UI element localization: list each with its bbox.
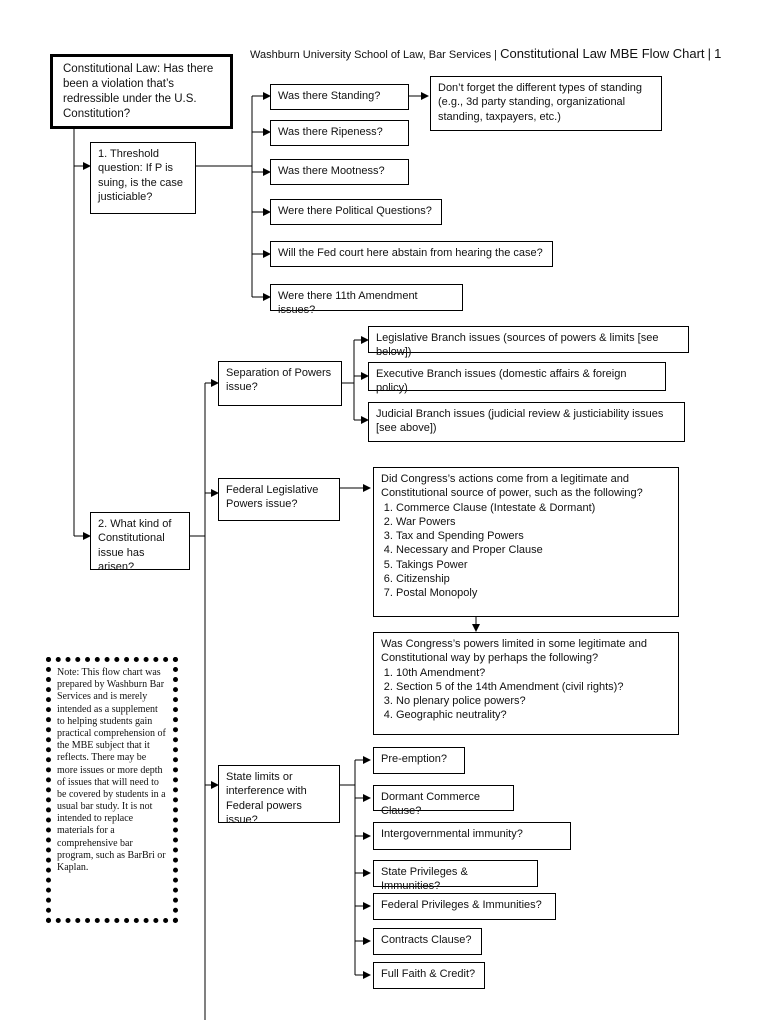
separation-of-powers-box: Separation of Powers issue? xyxy=(218,361,342,406)
ripeness-box: Was there Ripeness? xyxy=(270,120,409,146)
standing-types-note-box: Don’t forget the different types of stan… xyxy=(430,76,662,131)
sources-intro: Did Congress’s actions come from a legit… xyxy=(381,473,643,500)
threshold-question-box: 1. Threshold question: If P is suing, is… xyxy=(90,142,196,214)
header-page-number: 1 xyxy=(714,46,722,61)
preemption-box: Pre-emption? xyxy=(373,747,465,774)
contracts-clause-box: Contracts Clause? xyxy=(373,928,482,955)
list-item: 10th Amendment? xyxy=(396,666,671,680)
legislative-sources-box: Did Congress’s actions come from a legit… xyxy=(373,467,679,617)
executive-branch-box: Executive Branch issues (domestic affair… xyxy=(368,362,666,394)
header-separator: | xyxy=(494,49,498,61)
state-privileges-immunities-box: State Privileges & Immunities? xyxy=(373,860,538,892)
page-header: Washburn University School of Law, Bar S… xyxy=(250,46,721,61)
legislative-limits-box: Was Congress’s powers limited in some le… xyxy=(373,632,679,735)
list-item: Tax and Spending Powers xyxy=(396,529,671,543)
judicial-branch-box: Judicial Branch issues (judicial review … xyxy=(368,402,685,442)
limits-list: 10th Amendment? Section 5 of the 14th Am… xyxy=(381,666,671,723)
list-item: Citizenship xyxy=(396,572,671,586)
mootness-box: Was there Mootness? xyxy=(270,159,409,185)
list-item: Commerce Clause (Intestate & Dormant) xyxy=(396,501,671,515)
list-item: Necessary and Proper Clause xyxy=(396,543,671,557)
intergovernmental-immunity-box: Intergovernmental immunity? xyxy=(373,822,571,850)
list-item: No plenary police powers? xyxy=(396,694,671,708)
list-item: Takings Power xyxy=(396,558,671,572)
federal-privileges-immunities-box: Federal Privileges & Immunities? xyxy=(373,893,556,920)
legislative-branch-box: Legislative Branch issues (sources of po… xyxy=(368,326,689,358)
standing-box: Was there Standing? xyxy=(270,84,409,110)
dormant-commerce-clause-box: Dormant Commerce Clause? xyxy=(373,785,514,817)
limits-intro: Was Congress’s powers limited in some le… xyxy=(381,638,647,665)
eleventh-amendment-box: Were there 11th Amendment issues? xyxy=(270,284,463,316)
state-limits-box: State limits or interference with Federa… xyxy=(218,765,340,826)
list-item: Geographic neutrality? xyxy=(396,708,671,722)
header-separator: | xyxy=(707,46,712,61)
political-questions-box: Were there Political Questions? xyxy=(270,199,442,225)
abstention-box: Will the Fed court here abstain from hea… xyxy=(270,241,553,267)
sources-list: Commerce Clause (Intestate & Dormant) Wa… xyxy=(381,501,671,601)
header-school: Washburn University School of Law, Bar S… xyxy=(250,49,492,61)
list-item: War Powers xyxy=(396,515,671,529)
header-title: Constitutional Law MBE Flow Chart xyxy=(500,46,705,61)
disclaimer-note: Note: This flow chart was prepared by Wa… xyxy=(46,657,178,923)
root-question-box: Constitutional Law: Has there been a vio… xyxy=(50,54,233,129)
issue-question-box: 2. What kind of Constitutional issue has… xyxy=(90,512,190,573)
list-item: Postal Monopoly xyxy=(396,586,671,600)
federal-legislative-powers-box: Federal Legislative Powers issue? xyxy=(218,478,340,521)
list-item: Section 5 of the 14th Amendment (civil r… xyxy=(396,680,671,694)
full-faith-credit-box: Full Faith & Credit? xyxy=(373,962,485,989)
